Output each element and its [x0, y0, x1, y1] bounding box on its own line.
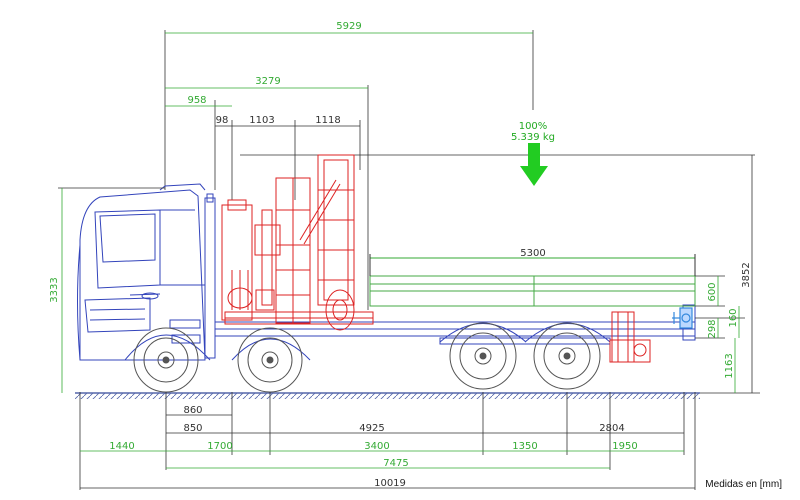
dim-3333: 3333 [49, 277, 60, 302]
dim-958: 958 [187, 95, 206, 106]
dim-5300: 5300 [520, 248, 545, 259]
dim-1950: 1950 [612, 441, 637, 452]
dim-298: 298 [707, 319, 718, 338]
dim-600: 600 [707, 282, 718, 301]
dim-1700: 1700 [207, 441, 232, 452]
dim-1163: 1163 [724, 353, 735, 378]
rear-hitch [672, 307, 693, 329]
dim-7475: 7475 [383, 458, 408, 469]
dim-10019: 10019 [374, 478, 406, 489]
wheel-rear-2 [533, 322, 601, 390]
dim-2804: 2804 [599, 423, 624, 434]
left-height-dim [58, 187, 165, 393]
top-dimensions [164, 30, 755, 310]
dim-1350: 1350 [512, 441, 537, 452]
wheel-front-1 [133, 327, 199, 393]
ground [75, 392, 700, 399]
dim-3279: 3279 [255, 76, 280, 87]
dim-860: 860 [183, 405, 202, 416]
bottom-dimensions [79, 392, 696, 490]
dim-3852: 3852 [741, 262, 752, 287]
dim-4925: 4925 [359, 423, 384, 434]
dim-1118: 1118 [315, 115, 340, 126]
units-note: Medidas en [mm] [705, 479, 782, 490]
dim-98: 98 [216, 115, 229, 126]
wheel-front-2 [237, 327, 303, 393]
wheel-rear-1 [449, 322, 517, 390]
dim-1103: 1103 [249, 115, 274, 126]
truck-body [77, 183, 696, 361]
right-height-dims [695, 155, 760, 394]
dim-5929: 5929 [336, 21, 361, 32]
down-arrow-icon [520, 143, 548, 186]
load-mass: 5.339 kg [511, 132, 555, 143]
dim-850: 850 [183, 423, 202, 434]
crane [221, 154, 651, 363]
load-percent: 100% [519, 121, 548, 132]
cargo-platform [369, 254, 696, 307]
dim-3400: 3400 [364, 441, 389, 452]
dim-160: 160 [728, 308, 739, 327]
dim-1440: 1440 [109, 441, 134, 452]
